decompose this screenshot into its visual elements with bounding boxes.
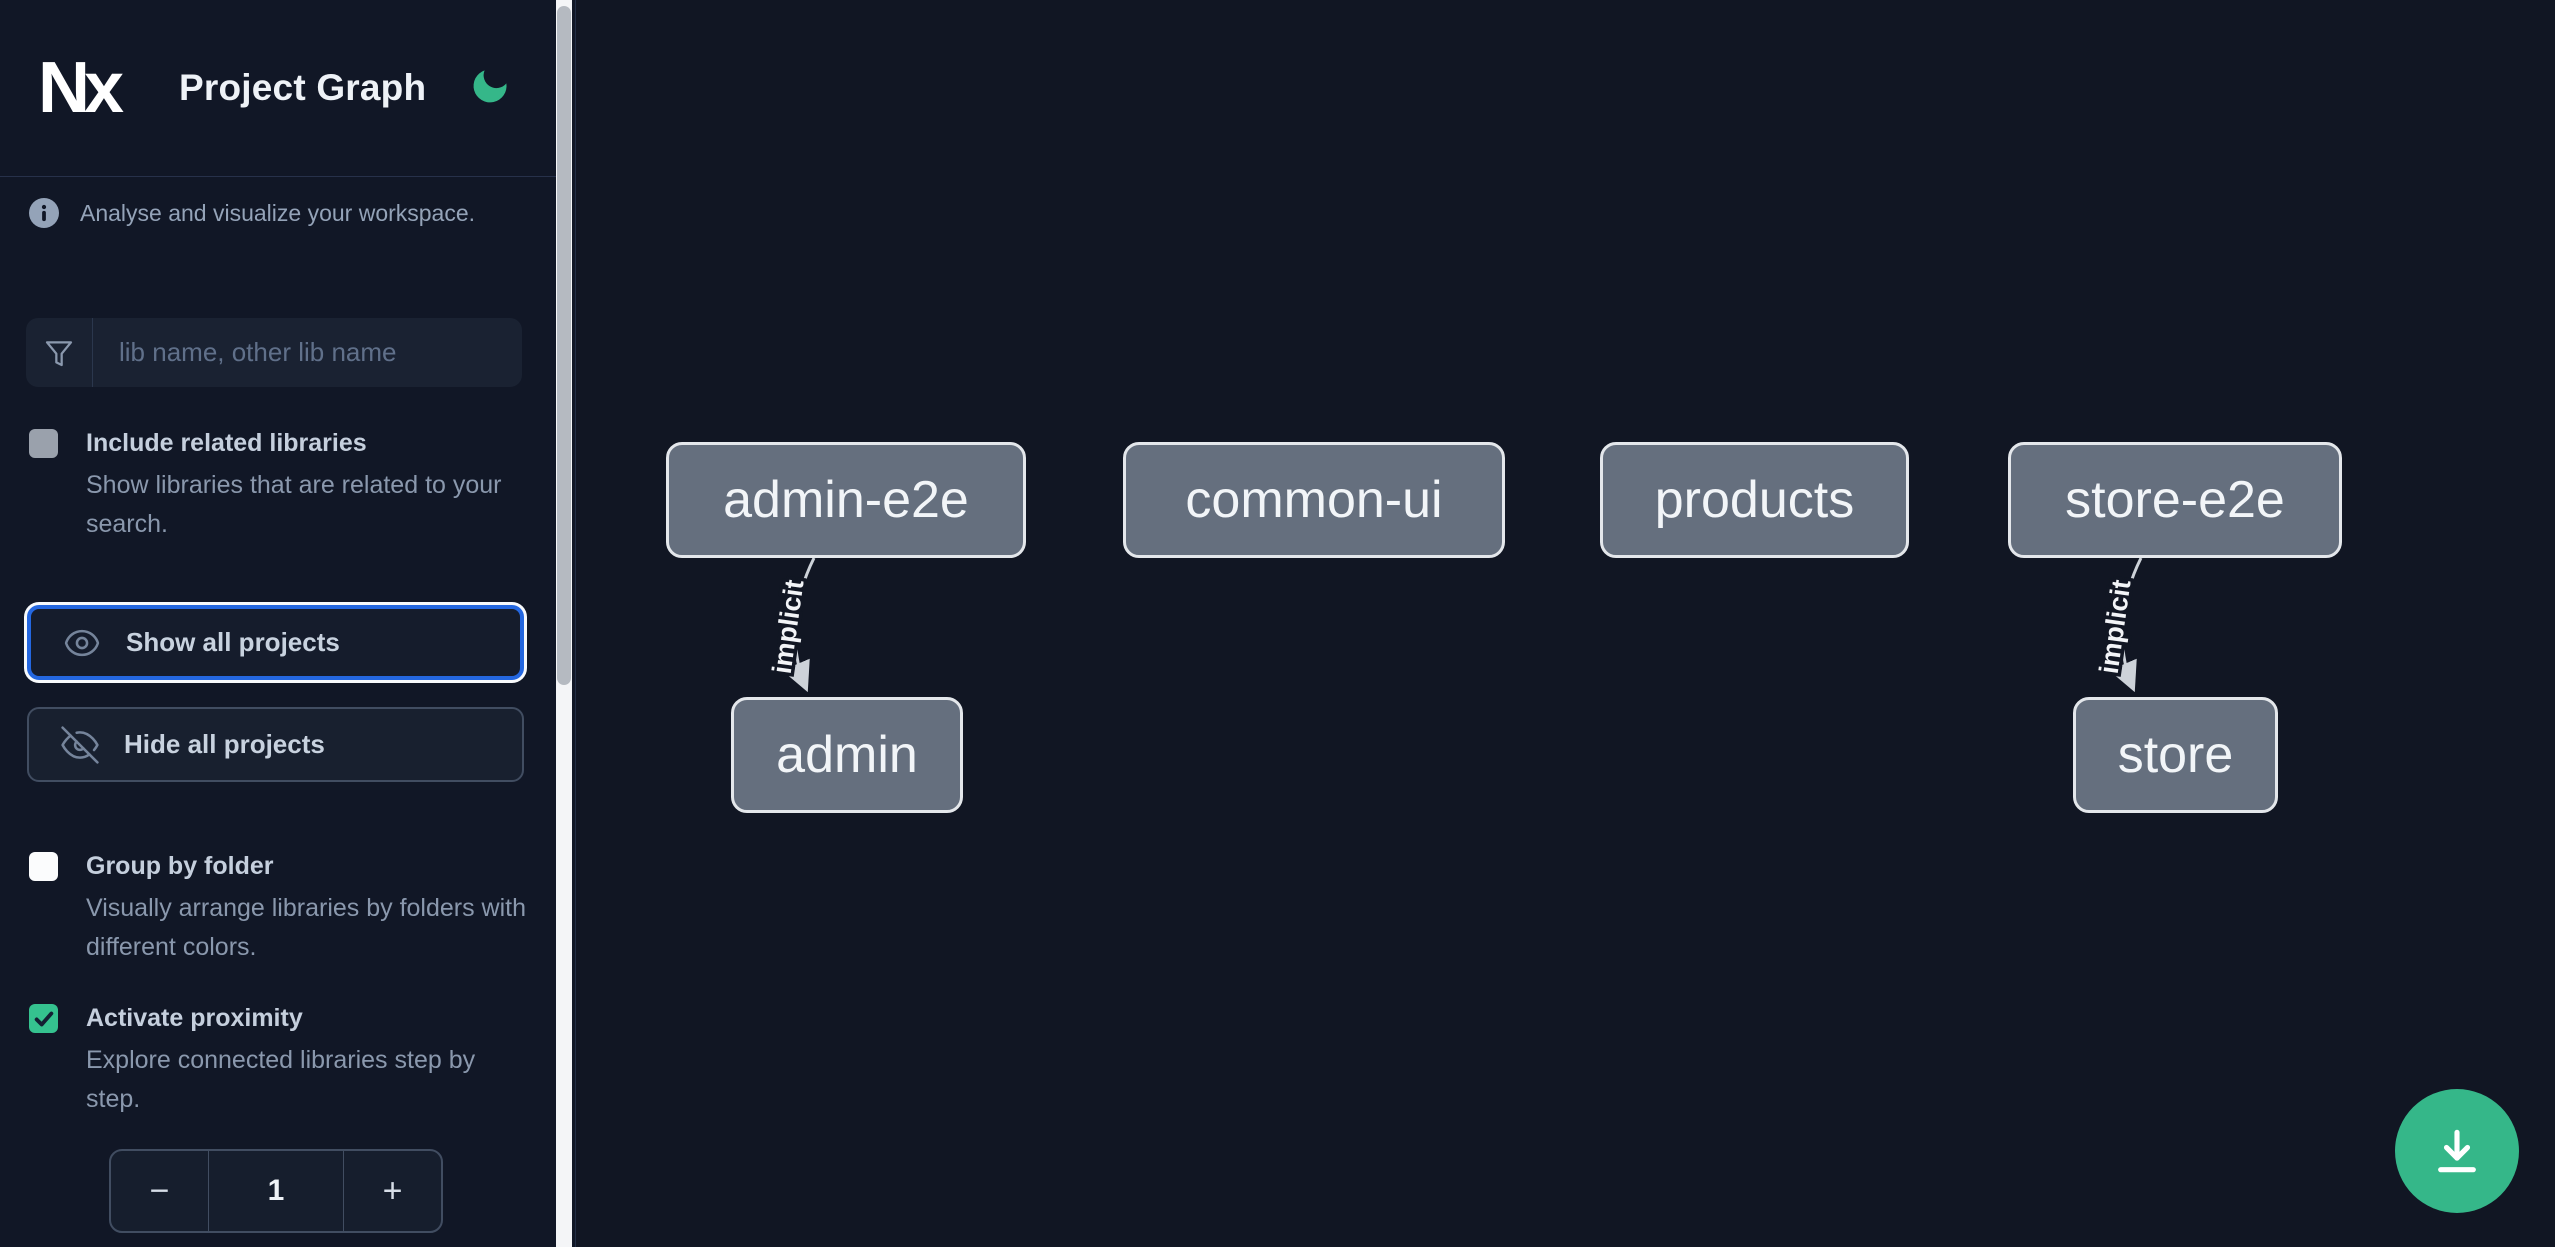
- include-related-label: Include related libraries: [86, 429, 367, 457]
- hide-all-projects-label: Hide all projects: [124, 729, 325, 759]
- toggle-include-related: Include related libraries Show libraries…: [29, 427, 529, 544]
- eye-off-icon: [61, 725, 99, 764]
- nx-logo: Nx: [38, 48, 124, 128]
- activate-proximity-description: Explore connected libraries step by step…: [86, 1046, 476, 1113]
- eye-icon: [63, 624, 101, 662]
- decrement-button[interactable]: −: [111, 1151, 208, 1231]
- checkmark-icon: [34, 1011, 53, 1026]
- include-related-checkbox[interactable]: [29, 429, 58, 458]
- graph-node-store[interactable]: store: [2073, 697, 2278, 813]
- activate-proximity-label: Activate proximity: [86, 1004, 303, 1032]
- edge-admin-e2e-to-admin: implicit: [763, 557, 816, 693]
- graph-node-products[interactable]: products: [1600, 442, 1909, 558]
- info-icon: [29, 198, 59, 228]
- moon-icon: [473, 70, 507, 103]
- graph-node-store-e2e[interactable]: store-e2e: [2008, 442, 2342, 558]
- sidebar-header: Nx Project Graph: [0, 0, 556, 176]
- proximity-depth-stepper: − 1 +: [109, 1149, 443, 1233]
- header-divider: [0, 176, 556, 177]
- search-box: [26, 318, 522, 387]
- show-all-projects-button[interactable]: Show all projects: [27, 605, 524, 680]
- download-icon: [2438, 1129, 2476, 1173]
- hide-all-projects-button[interactable]: Hide all projects: [27, 707, 524, 782]
- toggle-activate-proximity: Activate proximity Explore connected lib…: [29, 1002, 529, 1119]
- edge-store-e2e-to-store: implicit: [2090, 557, 2143, 693]
- graph-edges-layer: implicit implicit: [763, 557, 2143, 693]
- filter-icon: [26, 318, 93, 387]
- edge-label-implicit: implicit: [767, 578, 810, 676]
- proximity-depth-value[interactable]: 1: [208, 1151, 344, 1231]
- graph-node-common-ui[interactable]: common-ui: [1123, 442, 1505, 558]
- sidebar-scrollbar-track[interactable]: [556, 0, 572, 1247]
- graph-canvas[interactable]: implicit implicit admin-e2e common-ui pr…: [575, 0, 2555, 1247]
- sidebar-scrollbar-thumb[interactable]: [557, 6, 571, 685]
- workspace-info: Analyse and visualize your workspace.: [29, 198, 529, 228]
- activate-proximity-checkbox[interactable]: [29, 1004, 58, 1033]
- page-title: Project Graph: [179, 67, 427, 108]
- include-related-description: Show libraries that are related to your …: [86, 471, 502, 538]
- download-graph-button[interactable]: [2395, 1089, 2519, 1213]
- increment-button[interactable]: +: [344, 1151, 441, 1231]
- show-all-projects-label: Show all projects: [126, 627, 340, 657]
- group-by-folder-checkbox[interactable]: [29, 852, 58, 881]
- graph-node-admin[interactable]: admin: [731, 697, 963, 813]
- toggle-group-by-folder: Group by folder Visually arrange librari…: [29, 850, 529, 967]
- theme-toggle-button[interactable]: [464, 60, 516, 112]
- edge-label-implicit: implicit: [2094, 578, 2137, 676]
- graph-node-admin-e2e[interactable]: admin-e2e: [666, 442, 1026, 558]
- sidebar: Nx Project Graph Analyse and visualize y…: [0, 0, 575, 1247]
- info-text: Analyse and visualize your workspace.: [80, 199, 476, 226]
- group-by-folder-description: Visually arrange libraries by folders wi…: [86, 894, 527, 961]
- group-by-folder-label: Group by folder: [86, 852, 274, 880]
- library-search-input[interactable]: [93, 318, 522, 387]
